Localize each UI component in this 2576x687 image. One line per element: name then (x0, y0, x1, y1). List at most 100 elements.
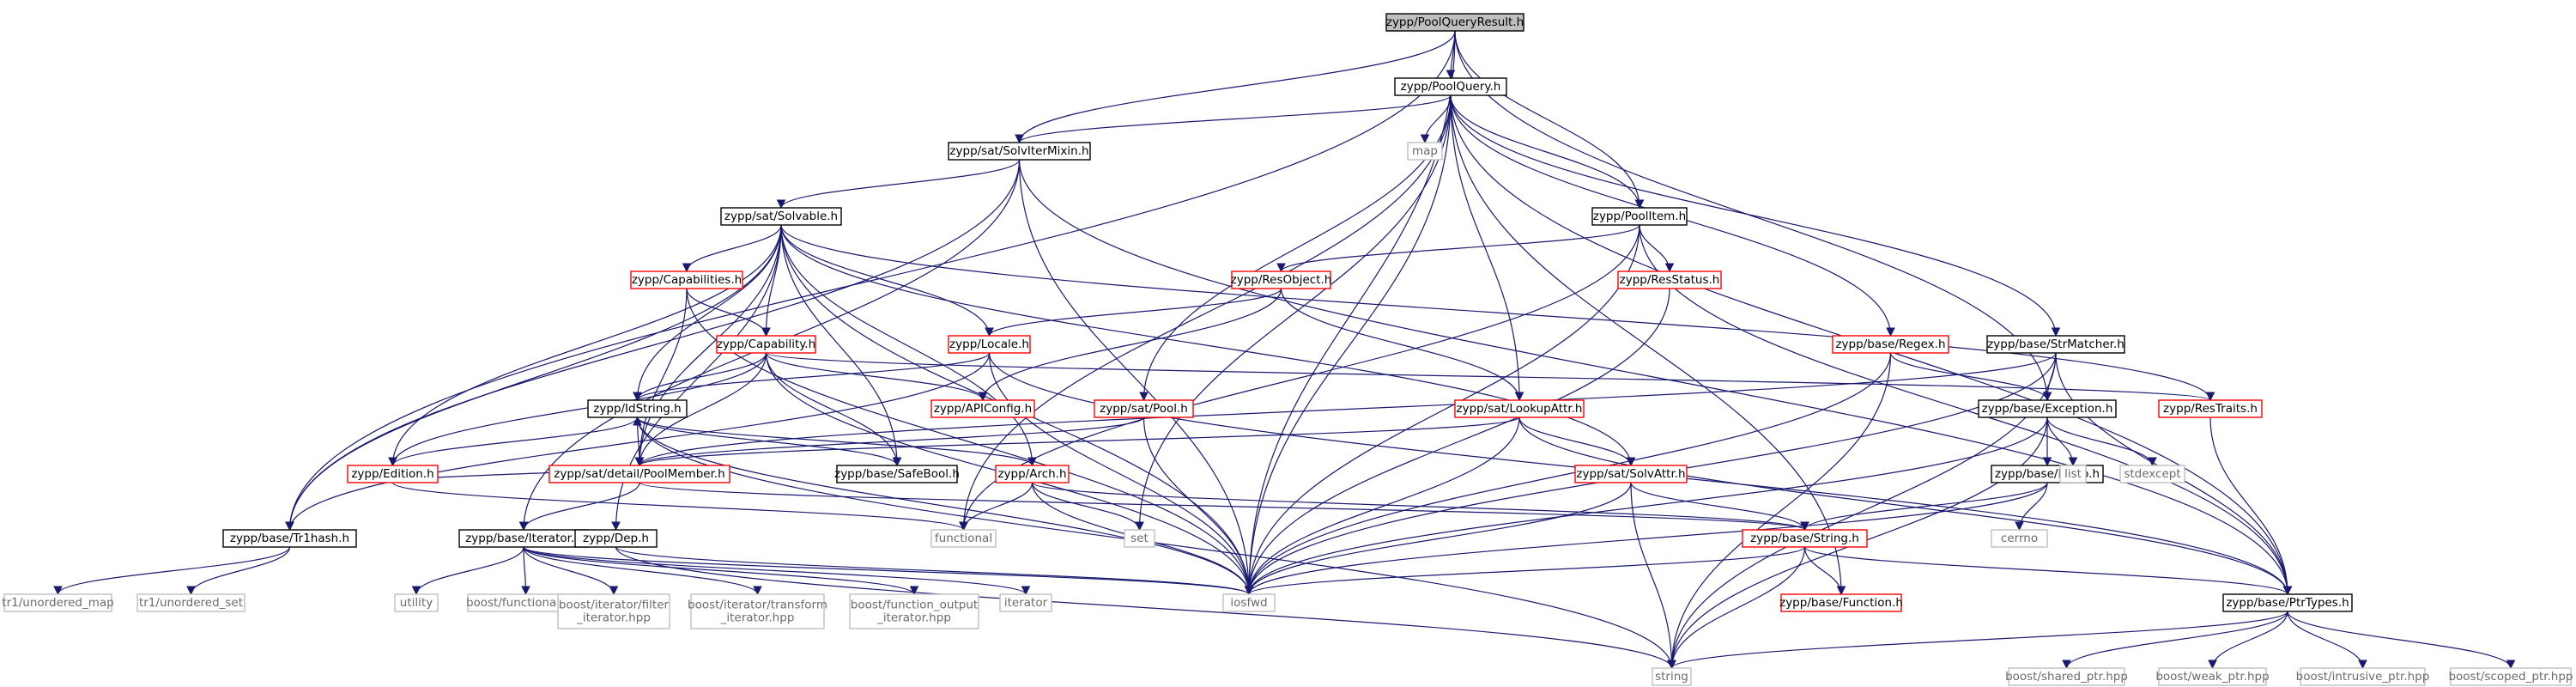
edge-PtrTypes-to-shared_ptr (2062, 611, 2288, 670)
node-ResStatus[interactable]: zypp/ResStatus.h (1617, 271, 1722, 289)
node-box-weak_ptr (2158, 667, 2267, 686)
edge-Arch-to-functional (959, 482, 1033, 532)
edge-Iterator-to-utility (411, 546, 524, 596)
edge-IdString-to-iosfwd (636, 416, 1254, 596)
edge-PoolQuery-to-PoolItem (1450, 94, 1645, 210)
node-Solvable[interactable]: zypp/sat/Solvable.h (720, 207, 842, 226)
node-SolvIterMixin[interactable]: zypp/sat/SolvIterMixin.h (948, 142, 1091, 161)
edge-PtrTypes-to-string (1667, 611, 2288, 670)
node-LookupAttr[interactable]: zypp/sat/LookupAttr.h (1454, 399, 1585, 418)
node-box-list (2059, 465, 2087, 483)
node-SatPool[interactable]: zypp/sat/Pool.h (1094, 399, 1194, 418)
node-shared_ptr: boost/shared_ptr.hpp (2005, 667, 2128, 686)
node-label-iosfwd: iosfwd (1230, 596, 1267, 610)
edge-PoolQueryResult-to-Tr1hash (285, 30, 1456, 532)
node-box-String (1742, 529, 1868, 548)
node-SafeBool[interactable]: zypp/base/SafeBool.h (834, 465, 960, 483)
node-Capability[interactable]: zypp/Capability.h (716, 335, 816, 354)
node-ResTraits[interactable]: zypp/ResTraits.h (2158, 399, 2263, 418)
node-iosfwd: iosfwd (1222, 593, 1276, 612)
edge-Solvable-to-SolvAttr (780, 224, 1636, 467)
edge-String-to-string (1667, 546, 1806, 670)
edge-PoolItem-to-PtrTypes (1639, 224, 2293, 596)
node-Iterator[interactable]: zypp/base/Iterator.h (458, 529, 589, 548)
node-Dep[interactable]: zypp/Dep.h (574, 529, 658, 548)
edge-Iterator-to-iterator (523, 546, 1031, 596)
node-box-APIConfig (930, 399, 1035, 418)
node-cerrno: cerrno (1991, 529, 2048, 548)
node-Tr1hash[interactable]: zypp/base/Tr1hash.h (222, 529, 357, 548)
edge-Solvable-to-Edition (388, 224, 782, 467)
edge-Exception-to-list (2046, 416, 2078, 467)
node-Function[interactable]: zypp/base/Function.h (1779, 593, 1903, 612)
node-label-intrusive_ptr: boost/intrusive_ptr.hpp (2296, 670, 2430, 684)
edge-Arch-to-set (1031, 482, 1144, 532)
node-Exception[interactable]: zypp/base/Exception.h (1978, 399, 2117, 418)
edge-Iterator-to-function_output_iterator (523, 546, 919, 596)
edge-PoolQueryResult-to-PoolItem (1454, 30, 1645, 210)
node-box-PoolItem (1591, 207, 1688, 226)
edge-LookupAttr-to-iosfwd (1244, 416, 1520, 596)
edge-Dep-to-iosfwd (615, 546, 1254, 596)
node-weak_ptr: boost/weak_ptr.hpp (2155, 667, 2270, 686)
edge-PoolQuery-to-StrMatcher (1450, 94, 2061, 337)
edge-Regex-to-iosfwd (1244, 352, 1892, 596)
node-PoolQuery[interactable]: zypp/PoolQuery.h (1394, 77, 1507, 96)
node-PoolQueryResult[interactable]: zypp/PoolQueryResult.h (1385, 13, 1524, 32)
edge-Solvable-to-ResTraits (780, 224, 2215, 402)
node-label-SafeBool: zypp/base/SafeBool.h (834, 467, 960, 481)
node-box-Edition (347, 465, 439, 483)
edge-PoolQuery-to-LookupAttr (1450, 94, 1524, 402)
node-label-Function: zypp/base/Function.h (1779, 596, 1903, 610)
edge-Capability-to-ResTraits (765, 352, 2215, 402)
node-utility: utility (394, 593, 439, 612)
edge-Solvable-to-PoolMember (634, 224, 782, 467)
node-label-ResStatus: zypp/ResStatus.h (1620, 273, 1720, 287)
node-label-cerrno: cerrno (2001, 532, 2038, 545)
node-PoolItem[interactable]: zypp/PoolItem.h (1591, 207, 1688, 226)
node-label-Locale: zypp/Locale.h (949, 337, 1029, 351)
node-PtrTypes[interactable]: zypp/base/PtrTypes.h (2222, 593, 2353, 612)
edge-SolvAttr-to-String (1630, 482, 1809, 532)
node-label-PtrTypes: zypp/base/PtrTypes.h (2226, 596, 2349, 610)
node-label-Edition: zypp/Edition.h (351, 467, 433, 481)
node-Arch[interactable]: zypp/Arch.h (995, 465, 1070, 483)
node-box-Capabilities (630, 271, 743, 289)
node-SolvAttr[interactable]: zypp/sat/SolvAttr.h (1574, 465, 1688, 483)
node-label-PoolQueryResult: zypp/PoolQueryResult.h (1386, 15, 1524, 29)
node-PoolMember[interactable]: zypp/sat/detail/PoolMember.h (549, 465, 730, 483)
node-IdString[interactable]: zypp/IdString.h (587, 399, 688, 418)
node-box-Arch (995, 465, 1070, 483)
node-boost_functional: boost/functional.hpp (466, 593, 585, 612)
edge-Capability-to-PoolMember (634, 352, 767, 467)
node-Regex[interactable]: zypp/base/Regex.h (1832, 335, 1949, 354)
node-label-SatPool: zypp/sat/Pool.h (1100, 402, 1188, 416)
node-Edition[interactable]: zypp/Edition.h (347, 465, 439, 483)
node-box-transform_iterator (690, 593, 825, 629)
node-String[interactable]: zypp/base/String.h (1742, 529, 1868, 548)
node-box-PoolMember (549, 465, 730, 483)
edge-Locale-to-IdString (633, 352, 991, 402)
node-map: map (1407, 142, 1443, 161)
edge-PoolQuery-to-functional (959, 94, 1452, 532)
node-box-scoped_ptr (2450, 667, 2572, 686)
node-Capabilities[interactable]: zypp/Capabilities.h (630, 271, 743, 289)
edge-LookupAttr-to-SolvAttr (1518, 416, 1636, 467)
edge-Dep-to-string (615, 546, 1676, 670)
edge-Solvable-to-SafeBool (780, 224, 902, 467)
node-ResObject[interactable]: zypp/ResObject.h (1231, 271, 1332, 289)
node-label-utility: utility (400, 596, 433, 610)
edge-Iterator-to-transform_iterator (523, 546, 762, 596)
node-APIConfig[interactable]: zypp/APIConfig.h (930, 399, 1035, 418)
node-box-cerrno (1991, 529, 2048, 548)
node-label-LookupAttr: zypp/sat/LookupAttr.h (1457, 402, 1583, 416)
node-Locale[interactable]: zypp/Locale.h (948, 335, 1031, 354)
node-box-PoolQueryResult (1385, 13, 1524, 32)
edge-String-to-PtrTypes (1803, 546, 2293, 596)
node-box-utility (394, 593, 439, 612)
edge-ResObject-to-APIConfig (978, 288, 1282, 402)
node-box-function_output_iterator (849, 593, 979, 629)
edge-PtrTypes-to-intrusive_ptr (2287, 611, 2367, 670)
node-StrMatcher[interactable]: zypp/base/StrMatcher.h (1986, 335, 2125, 354)
edge-PoolQuery-to-SolvIterMixin (1015, 94, 1452, 144)
